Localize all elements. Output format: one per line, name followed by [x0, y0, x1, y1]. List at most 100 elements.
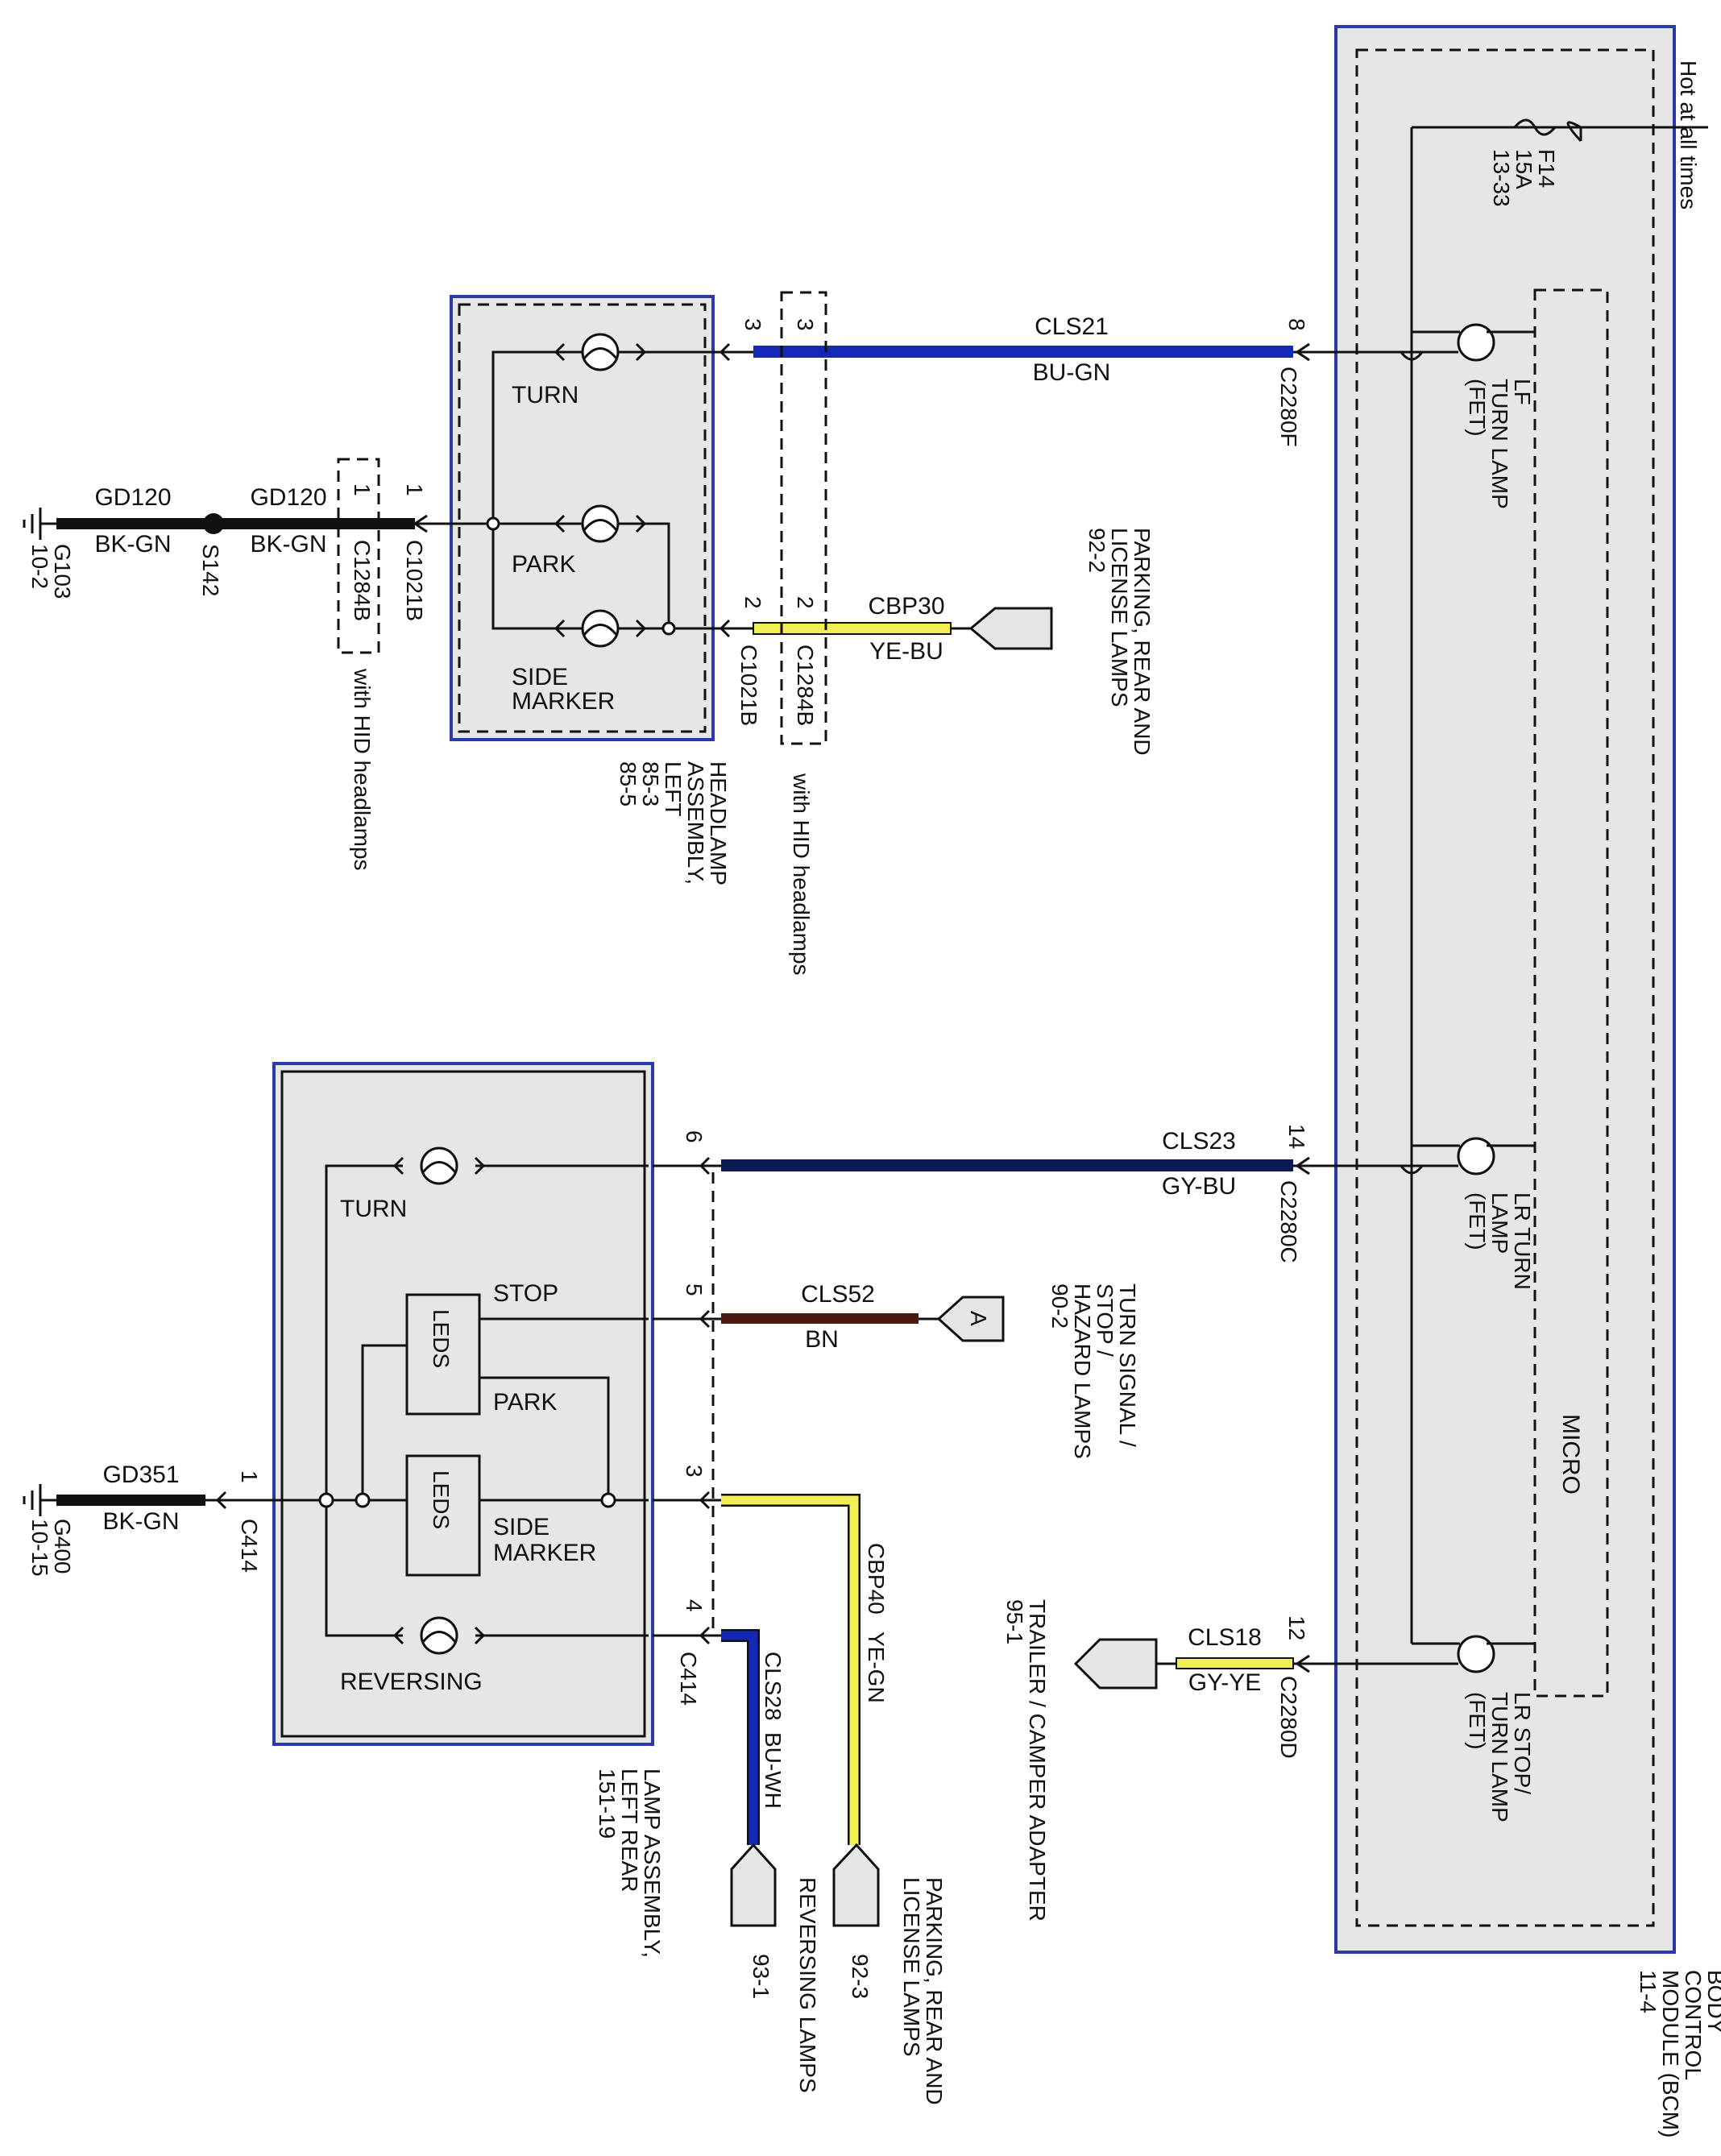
cbp30-circuit: CBP30 [868, 593, 944, 620]
rear-title-2: LEFT REAR [617, 1768, 642, 1893]
cls52-circuit: CLS52 [801, 1281, 875, 1308]
bcm-title-4: 11-4 [1636, 1970, 1661, 2013]
front-ground-circuit: GD120 BK-GN GD120 BK-GN S142 G103 10-2 1… [23, 458, 427, 871]
cls28-circuit: CLS28 [761, 1652, 786, 1721]
led-block-side [405, 1454, 481, 1577]
hid-ground-pin: 1 [350, 483, 375, 496]
fuse-f14 [1513, 118, 1557, 136]
power-label: Hot at all times [1676, 60, 1701, 209]
lf-label-2: TURN LAMP [1487, 379, 1512, 509]
hl-title-1: HEADLAMP [706, 761, 731, 885]
hl-ground-pin: 1 [402, 483, 427, 496]
fet-lr-stop-turn: LR STOP/ TURN LAMP (FET) [1309, 1635, 1535, 1822]
lf-label-1: LF [1510, 379, 1535, 405]
cls23-color: GY-BU [1162, 1173, 1236, 1200]
bulb-icon [392, 1616, 486, 1655]
bcm-title-2: CONTROL [1681, 1970, 1706, 2080]
cbp40-circuit: CBP40 [864, 1543, 889, 1615]
rear-title-1: LAMP ASSEMBLY, [640, 1768, 665, 1958]
splice-label: S142 [198, 544, 223, 596]
connector-tag-park-front [968, 607, 1053, 650]
rear-pin-4: 4 [682, 1599, 707, 1612]
rear-title-3: 151-19 [595, 1768, 620, 1839]
dest-park-rear-1: PARKING, REAR AND [922, 1877, 947, 2105]
hid-conn-c1284b: C1284B [793, 645, 818, 726]
fet-lf-turn: LF TURN LAMP (FET) [1309, 323, 1535, 509]
gd351-color: BK-GN [102, 1508, 179, 1535]
rear-reversing-label: REVERSING [340, 1669, 483, 1695]
bulb-icon [554, 609, 647, 648]
hl-pin-3: 3 [740, 318, 765, 331]
pin-14: 14 [1284, 1124, 1309, 1149]
rear-pin-3: 3 [682, 1465, 707, 1478]
dest-turn-signal-4: 90-2 [1047, 1283, 1072, 1329]
body-control-module: MICRO Hot at all times F14 15A 13-33 LF … [1309, 25, 1721, 2137]
connector-tag-trailer [1073, 1638, 1158, 1690]
lrs-label-3: (FET) [1465, 1692, 1490, 1750]
cls21-circuit: CLS21 [1035, 313, 1109, 340]
hl-ground-conn: C1021B [402, 540, 427, 621]
hl-conn-c1021b: C1021B [736, 645, 761, 726]
cls21-color: BU-GN [1033, 359, 1111, 386]
splice-s142 [203, 513, 224, 534]
dest-park-rear-2: LICENSE LAMPS [899, 1877, 924, 2057]
rear-gnd-conn: C414 [237, 1519, 262, 1573]
hl-title-3: LEFT [661, 761, 686, 816]
cls23-circuit: CLS23 [1162, 1128, 1236, 1155]
cls18-circuit: CLS18 [1188, 1624, 1262, 1651]
gd120-circuit-b: GD120 [250, 484, 326, 511]
g103-ref: 10-2 [27, 544, 52, 589]
g400-ref: 10-15 [27, 1519, 52, 1577]
bcm-title-1: BODY [1703, 1970, 1721, 2034]
rear-stop-label: STOP [493, 1280, 558, 1307]
connector-tag-park-rear [832, 1843, 880, 1927]
hl-park-label: PARK [512, 551, 575, 578]
rear-pin-5: 5 [682, 1283, 707, 1296]
dest-park-front-3: 92-2 [1084, 528, 1109, 573]
lrs-label-1: LR STOP/ [1510, 1692, 1535, 1794]
conn-c2280c: C2280C [1276, 1180, 1301, 1263]
gd351-circuit: GD351 [102, 1462, 179, 1488]
ground-icon [23, 1484, 56, 1516]
dest-park-front-1: PARKING, REAR AND [1130, 528, 1155, 756]
hl-turn-label: TURN [512, 382, 579, 408]
hid-note-ground: with HID headlamps [350, 668, 375, 871]
conn-c2280f: C2280F [1276, 367, 1301, 447]
cls28-color: BU-WH [761, 1732, 786, 1809]
bulb-icon [554, 333, 647, 371]
cbp40-color: YE-GN [864, 1632, 889, 1703]
led-block-stop [405, 1293, 481, 1416]
fuse-ref: 13-33 [1489, 149, 1514, 207]
pin-8: 8 [1284, 318, 1309, 331]
gd120-circuit-a: GD120 [94, 484, 171, 511]
leds-label-1: LEDS [429, 1309, 454, 1368]
dest-trailer-2: 95-1 [1002, 1599, 1027, 1644]
hid-pin-2: 2 [793, 596, 818, 609]
dest-park-front-2: LICENSE LAMPS [1107, 528, 1132, 707]
fet-lr-turn: LR TURN LAMP (FET) [1309, 1137, 1535, 1290]
connector-tag-turn-signal [936, 1296, 1005, 1342]
hid-pin-3: 3 [793, 318, 818, 331]
wire-cbp40: CBP40 YE-GN [721, 1494, 889, 1927]
lr-label-3: (FET) [1465, 1192, 1490, 1250]
hid-ground-conn: C1284B [350, 540, 375, 621]
hid-note: with HID headlamps [789, 773, 814, 976]
dest-reversing-1: REVERSING LAMPS [795, 1877, 820, 2093]
dest-turn-signal-3: HAZARD LAMPS [1070, 1283, 1095, 1459]
wire-cls28: CLS28 BU-WH [721, 1629, 786, 1927]
hl-side-label-2: MARKER [512, 688, 615, 715]
cls52-color: BN [805, 1326, 839, 1353]
wire-cbp30: CBP30 YE-BU [753, 593, 1053, 665]
rear-gnd-pin: 1 [237, 1470, 262, 1483]
lrs-label-2: TURN LAMP [1487, 1692, 1512, 1822]
fuse-name: F14 [1534, 149, 1559, 188]
bulb-icon [392, 1146, 486, 1185]
rear-pin-6: 6 [682, 1130, 707, 1143]
wire-cls52: A CLS52 BN [721, 1281, 1005, 1353]
turn-signal-tag: A [966, 1311, 991, 1326]
hl-title-4: 85-3 [638, 761, 663, 806]
hl-pin-2: 2 [740, 596, 765, 609]
rear-conn-c414: C414 [676, 1652, 701, 1706]
rear-park-label: PARK [493, 1389, 557, 1416]
